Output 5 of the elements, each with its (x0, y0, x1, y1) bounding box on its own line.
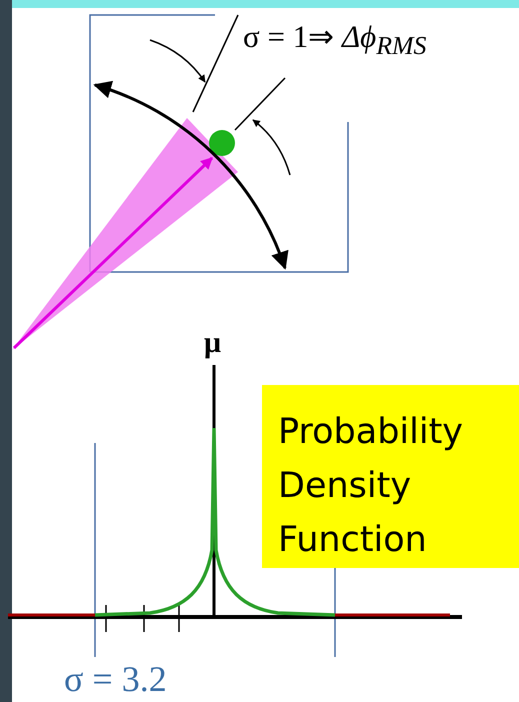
mean-label: μ (204, 326, 222, 360)
highlight-box (262, 385, 519, 568)
formula-label: σ = 3.2 (64, 658, 167, 700)
formula-label: σ = 1⇒ Δϕ$_{RMS}$ (243, 18, 426, 62)
box-text: Probability Density Function (278, 411, 464, 562)
